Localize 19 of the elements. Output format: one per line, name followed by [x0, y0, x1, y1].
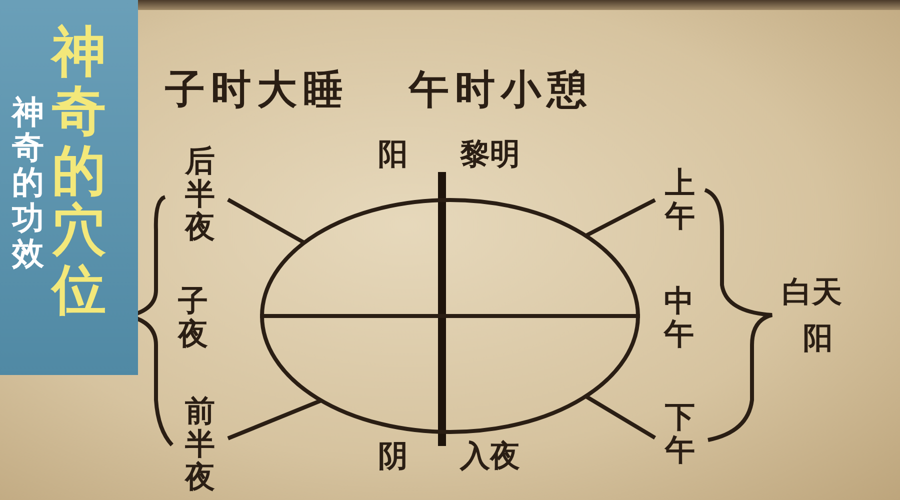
title: 子时大睡 午时小憩: [165, 66, 594, 115]
time-label: 下午: [665, 401, 695, 467]
leader-line: [584, 198, 656, 238]
group-label: 白天: [782, 276, 842, 309]
time-label: 中午: [664, 285, 694, 351]
axis-label: 黎明: [460, 138, 520, 171]
axis-label: 阴: [378, 440, 408, 473]
axis-label: 入夜: [460, 440, 520, 473]
time-label: 上午: [665, 167, 695, 233]
leader-line: [584, 394, 656, 440]
leader-line: [227, 398, 322, 440]
time-label: 子夜: [178, 285, 208, 351]
time-label: 后半夜: [185, 144, 215, 244]
axis-label: 阳: [378, 138, 408, 171]
title-text: 神奇的穴位: [52, 22, 106, 319]
leader-line: [227, 198, 306, 244]
subtitle-text: 神奇的功效: [12, 95, 44, 271]
time-label: 前半夜: [185, 394, 215, 494]
group-label: 阳: [803, 322, 833, 355]
